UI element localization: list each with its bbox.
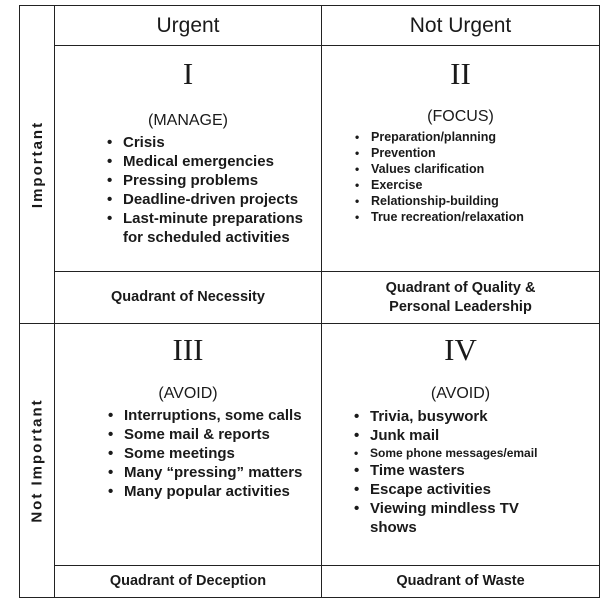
quadrant-2-list: Preparation/planning Prevention Values c…	[355, 129, 524, 225]
quadrant-4-list: Trivia, busywork Junk mail Some phone me…	[354, 407, 537, 537]
list-item: Viewing mindless TV	[354, 499, 537, 518]
column-header-not-urgent: Not Urgent	[409, 13, 512, 37]
list-item: Preparation/planning	[355, 129, 524, 145]
list-item: Time wasters	[354, 461, 537, 480]
quadrant-2-action: (FOCUS)	[427, 108, 494, 125]
quadrant-1: I (MANAGE) Crisis Medical emergencies Pr…	[55, 46, 321, 271]
list-item: Interruptions, some calls	[108, 406, 302, 425]
quadrant-1-list: Crisis Medical emergencies Pressing prob…	[107, 133, 303, 247]
row-header-not-important: Not Important	[20, 324, 55, 597]
quadrant-3-footer: Quadrant of Deception	[109, 573, 267, 589]
list-item: Prevention	[355, 145, 524, 161]
list-item: Some meetings	[108, 444, 302, 463]
quadrant-1-footer: Quadrant of Necessity	[111, 289, 265, 305]
list-item: Junk mail	[354, 426, 537, 445]
row-header-divider	[54, 6, 55, 597]
quadrant-3-action: (AVOID)	[158, 385, 218, 402]
quadrant-1-numeral: I	[182, 56, 194, 91]
list-item: Relationship-building	[355, 193, 524, 209]
list-item: Pressing problems	[107, 171, 303, 190]
row-header-not-important-label: Not Important	[29, 398, 47, 523]
time-management-matrix: Urgent Not Urgent Important Not Importan…	[19, 5, 600, 598]
row-header-important-label: Important	[29, 120, 47, 209]
list-item-continuation: shows	[370, 519, 417, 536]
list-item: Medical emergencies	[107, 152, 303, 171]
quadrant-4-footer: Quadrant of Waste	[396, 573, 525, 589]
quadrant-4-action: (AVOID)	[430, 385, 491, 402]
list-item: Many “pressing” matters	[108, 463, 302, 482]
quadrant-4: IV (AVOID) Trivia, busywork Junk mail So…	[322, 324, 599, 565]
list-item: Some mail & reports	[108, 425, 302, 444]
quadrant-3-numeral: III	[172, 332, 204, 367]
row-header-important: Important	[20, 6, 55, 323]
list-item: Trivia, busywork	[354, 407, 537, 426]
quadrant-3: III (AVOID) Interruptions, some calls So…	[55, 324, 321, 565]
quadrant-3-list: Interruptions, some calls Some mail & re…	[108, 406, 302, 501]
quadrant-2: II (FOCUS) Preparation/planning Preventi…	[322, 46, 599, 271]
list-item: True recreation/relaxation	[355, 209, 524, 225]
list-item: Deadline-driven projects	[107, 190, 303, 209]
quadrant-2-footer: Quadrant of Quality & Personal Leadershi…	[322, 272, 599, 323]
column-header-urgent: Urgent	[156, 13, 220, 37]
list-item: Values clarification	[355, 161, 524, 177]
footer-divider-top	[54, 271, 599, 272]
list-item: Many popular activities	[108, 482, 302, 501]
footer-divider-bottom	[54, 565, 599, 566]
list-item: Some phone messages/email	[354, 445, 537, 461]
quadrant-2-numeral: II	[450, 56, 471, 91]
row-divider	[20, 323, 599, 324]
list-item: Last-minute preparations	[107, 209, 303, 228]
quadrant-2-footer-line-1: Quadrant of Quality &	[385, 279, 536, 296]
column-divider	[321, 6, 322, 597]
list-item-continuation: for scheduled activities	[123, 229, 290, 246]
quadrant-2-footer-line-2: Personal Leadership	[389, 298, 532, 315]
list-item: Exercise	[355, 177, 524, 193]
quadrant-4-numeral: IV	[444, 332, 477, 367]
list-item: Crisis	[107, 133, 303, 152]
quadrant-1-action: (MANAGE)	[148, 112, 228, 129]
header-divider	[54, 45, 599, 46]
list-item: Escape activities	[354, 480, 537, 499]
